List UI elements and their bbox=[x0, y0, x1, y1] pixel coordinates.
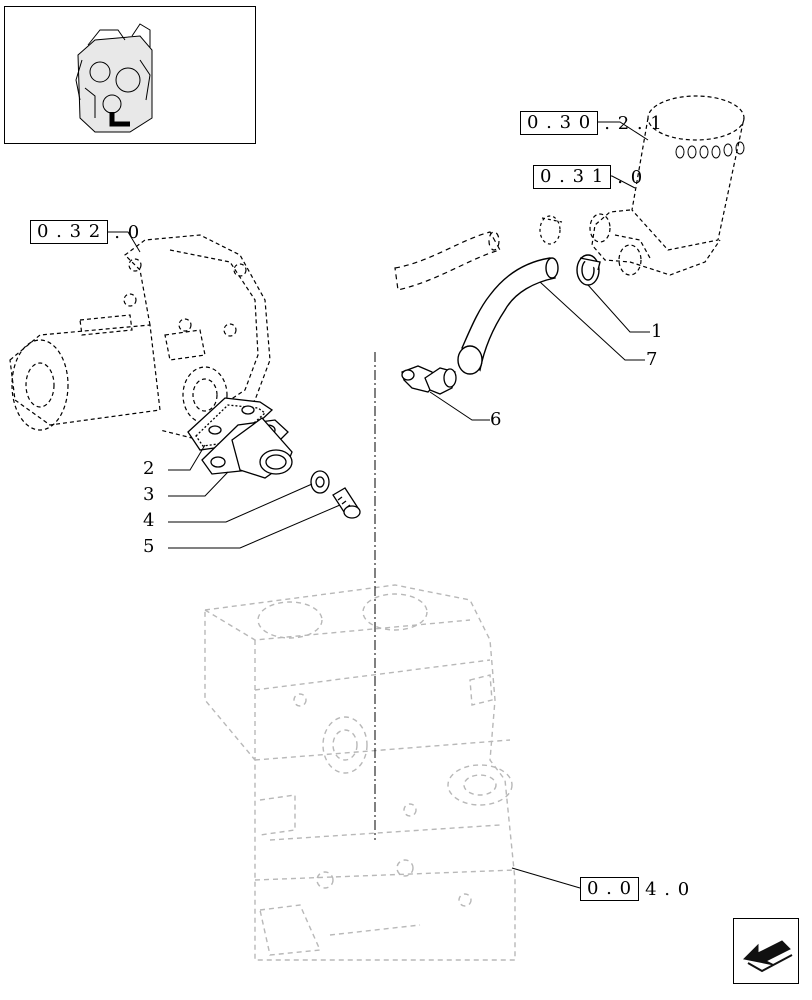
ref-water-pump[interactable]: 0 . 3 2 . 0 bbox=[30, 220, 140, 244]
callout-1: 1 bbox=[651, 321, 663, 342]
washer-part bbox=[310, 470, 330, 494]
callout-7: 7 bbox=[646, 349, 658, 370]
ref-air-filter[interactable]: 0 . 3 0 . 2 . 1 bbox=[520, 111, 663, 135]
ref-air-filter-code: 0 . 3 0 bbox=[520, 111, 599, 135]
ref-engine-block-code: 0 . 0 bbox=[580, 877, 640, 901]
ref-air-filter-body-code: 0 . 3 1 bbox=[533, 165, 612, 189]
callout-2: 2 bbox=[143, 458, 155, 479]
hose-part bbox=[457, 257, 559, 375]
callout-4: 4 bbox=[143, 510, 155, 531]
thumbnail-frame bbox=[4, 6, 256, 144]
engine-thumbnail-icon bbox=[75, 23, 153, 133]
hose-clamp-faded bbox=[539, 215, 563, 245]
callout-3: 3 bbox=[143, 484, 155, 505]
back-navigation-button[interactable] bbox=[733, 918, 799, 984]
ref-engine-block-suffix: 4 . 0 bbox=[645, 878, 691, 900]
callout-6: 6 bbox=[490, 409, 502, 430]
leader-lines bbox=[95, 121, 650, 889]
elbow-fitting-part bbox=[401, 365, 457, 395]
flange-part bbox=[201, 417, 293, 479]
bolt-part bbox=[332, 487, 361, 519]
ref-air-filter-suffix: . 2 . 1 bbox=[604, 112, 663, 134]
ref-air-filter-body[interactable]: 0 . 3 1 . 0 bbox=[533, 165, 643, 189]
air-filter-drawing bbox=[589, 95, 745, 276]
faded-hose-drawing bbox=[394, 231, 501, 291]
ref-engine-block[interactable]: 0 . 0 4 . 0 bbox=[580, 877, 690, 901]
arrow-back-icon bbox=[742, 940, 793, 973]
engine-block-drawing bbox=[204, 584, 516, 961]
hose-clamp-part bbox=[576, 254, 601, 286]
gasket-part bbox=[187, 397, 274, 451]
ref-air-filter-body-suffix: . 0 bbox=[617, 166, 644, 188]
ref-water-pump-code: 0 . 3 2 bbox=[30, 220, 109, 244]
ref-water-pump-suffix: . 0 bbox=[114, 221, 141, 243]
callout-5: 5 bbox=[143, 536, 155, 557]
